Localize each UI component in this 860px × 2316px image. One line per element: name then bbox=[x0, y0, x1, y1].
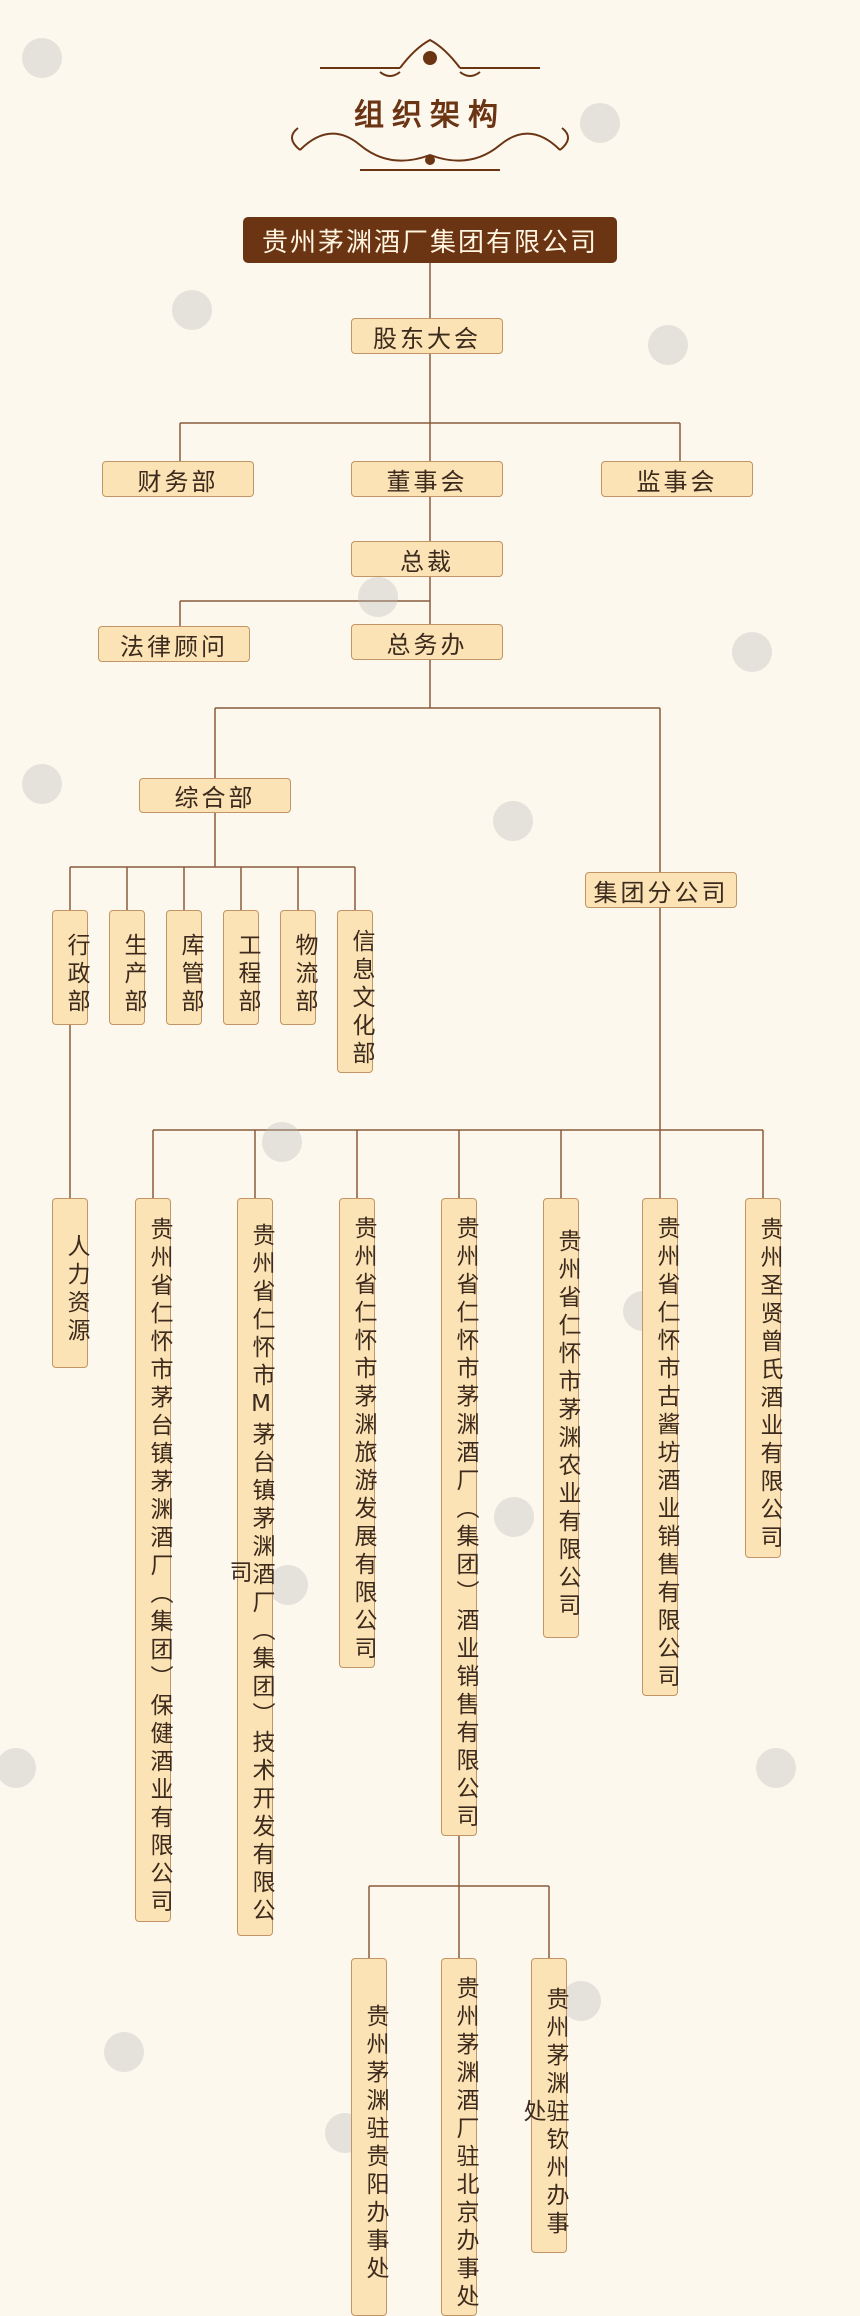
department-node: 生产部 bbox=[109, 910, 146, 1025]
department-node: 物流部 bbox=[280, 910, 317, 1025]
department-node: 工程部 bbox=[223, 910, 260, 1025]
page-title: 组织架构 bbox=[354, 98, 506, 133]
subsidiary-node: 贵州省仁怀市M茅台镇茅渊酒厂（集团）技术开发有限公司 bbox=[225, 1198, 274, 1936]
legal-node: 法律顾问 bbox=[98, 626, 250, 662]
subsidiary-node: 贵州省仁怀市古酱坊酒业销售有限公司 bbox=[642, 1198, 679, 1696]
header-ornament-bottom bbox=[291, 127, 569, 171]
supervisors-node: 监事会 bbox=[601, 461, 753, 497]
department-node: 行政部 bbox=[52, 910, 89, 1025]
ceo-node: 总裁 bbox=[351, 541, 503, 577]
company-node: 贵州茅渊酒厂集团有限公司 bbox=[243, 217, 617, 263]
office-node: 贵州茅渊驻钦州办事处 bbox=[519, 1958, 568, 2253]
connector-lines bbox=[69, 263, 764, 1958]
department-node: 信息文化部 bbox=[337, 910, 374, 1073]
integrated-node: 综合部 bbox=[139, 778, 291, 813]
subsidiary-node: 贵州省仁怀市茅渊旅游发展有限公司 bbox=[339, 1198, 376, 1668]
office-node: 贵州茅渊酒厂驻北京办事处 bbox=[441, 1958, 478, 2316]
subsidiary-node: 贵州省仁怀市茅台镇茅渊酒厂（集团）保健酒业有限公司 bbox=[135, 1198, 172, 1922]
shareholders-node: 股东大会 bbox=[351, 318, 503, 354]
department-node: 库管部 bbox=[166, 910, 203, 1025]
hr-node: 人力资源 bbox=[52, 1198, 89, 1368]
board-node: 董事会 bbox=[351, 461, 503, 497]
general-office-node: 总务办 bbox=[351, 624, 503, 660]
finance-node: 财务部 bbox=[102, 461, 254, 497]
header-ornament-top bbox=[320, 38, 540, 77]
subsidiary-node: 贵州省仁怀市茅渊酒厂（集团）酒业销售有限公司 bbox=[441, 1198, 478, 1836]
subsidiary-node: 贵州圣贤曾氏酒业有限公司 bbox=[745, 1198, 782, 1558]
office-node: 贵州茅渊驻贵阳办事处 bbox=[351, 1958, 388, 2316]
branch-node: 集团分公司 bbox=[585, 872, 737, 908]
watermark bbox=[0, 38, 796, 2153]
subsidiary-node: 贵州省仁怀市茅渊农业有限公司 bbox=[543, 1198, 580, 1638]
